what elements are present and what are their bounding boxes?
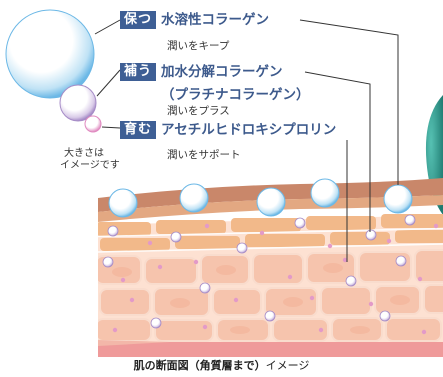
label-nurture: 育む アセチルヒドロキシプロリン [120,121,336,139]
badge-nurture: 育む [120,121,156,139]
size-note: 大きさは イメージです [60,148,120,172]
medium-molecule [60,85,96,121]
subtitle-keep: 潤いをキープ [167,38,229,53]
title-acetyl-hydroxyproline: アセチルヒドロキシプロリン [161,122,336,139]
badge-keep: 保つ [120,11,156,29]
size-note-line1: 大きさは [60,148,120,160]
subtitle-nurture: 潤いをサポート [167,147,241,162]
basal-band [98,342,443,357]
size-note-line2: イメージです [60,160,120,172]
label-supplement: 補う 加水分解コラーゲン [120,63,283,81]
title-hydrolyzed-collagen: 加水分解コラーゲン [161,64,283,81]
caption-main: 肌の断面図（角質層まで） [134,359,266,372]
title-platinum-collagen: （プラチナコラーゲン） [161,83,310,103]
caption-suffix: イメージ [266,359,310,372]
label-keep: 保つ 水溶性コラーゲン [120,11,269,29]
cell-layer [96,250,443,341]
figure-caption: 肌の断面図（角質層まで）イメージ [0,357,443,373]
badge-supplement: 補う [120,63,156,81]
subtitle-supplement: 潤いをプラス [167,103,230,118]
small-molecule [85,116,101,132]
title-water-soluble-collagen: 水溶性コラーゲン [161,12,269,29]
